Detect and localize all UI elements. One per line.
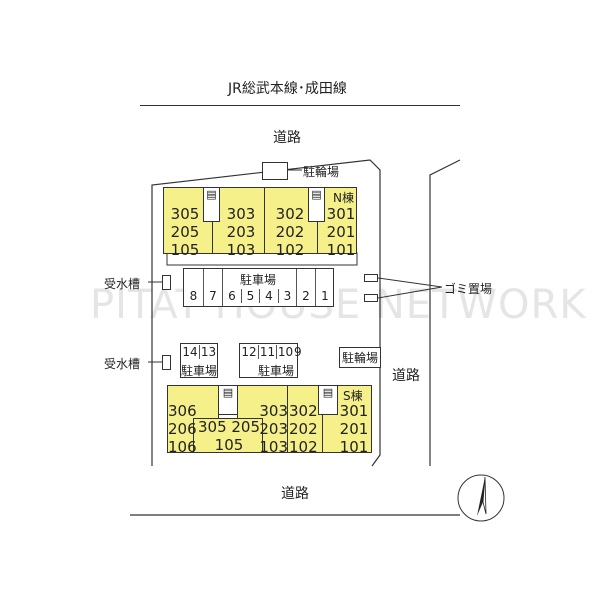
road-label-south: 道路: [281, 486, 309, 502]
unit: 101: [326, 241, 356, 259]
water-tank-north: [162, 275, 171, 290]
unit: 102: [275, 241, 305, 259]
parking-slot: 5: [241, 289, 259, 303]
stairs-icon: ▤: [203, 187, 220, 222]
unit: 203: [259, 420, 288, 438]
unit: 105: [214, 436, 244, 454]
stairs-icon: ▤: [218, 385, 238, 415]
stairs-icon: ▤: [308, 187, 325, 222]
parking-slot: 6: [222, 269, 241, 306]
unit: 303: [226, 205, 256, 223]
stairs-icon: ▤: [318, 385, 338, 415]
bicycle-parking-south: 駐輪場: [339, 347, 382, 368]
road-label-east: 道路: [392, 368, 420, 384]
water-tank-label: 受水槽: [104, 357, 141, 371]
unit: 303: [259, 402, 288, 420]
parking-slot: 1: [315, 269, 334, 306]
north-arrow-icon: [457, 474, 505, 522]
building-name: N棟: [333, 191, 354, 205]
water-tank-south: [162, 355, 171, 370]
unit: 306: [168, 402, 197, 420]
parking-slot: 3: [278, 289, 296, 303]
parking-slot: 7: [203, 269, 222, 306]
parking-slot: 11: [258, 345, 276, 359]
parking-label: 駐車場: [240, 273, 277, 287]
unit: 206: [168, 420, 197, 438]
parking-number: 9: [294, 345, 302, 359]
unit: 302: [289, 402, 318, 420]
parking-slot: 9: [294, 345, 302, 359]
garbage-area: [364, 294, 378, 302]
parking-slot: 4: [259, 289, 278, 303]
parking-slot: 8: [189, 289, 198, 303]
railway-line: [140, 105, 460, 106]
unit: 103: [259, 438, 288, 456]
parking-south-a: 14 13 駐車場: [180, 343, 218, 378]
unit: 301: [339, 402, 369, 420]
unit: 302: [275, 205, 305, 223]
building-name: S棟: [343, 389, 363, 403]
unit: 201: [326, 223, 356, 241]
parking-north: 駐車場 8 7 6 5 4 3 2 1: [183, 268, 334, 307]
unit: 106: [168, 438, 197, 456]
parking-slot: 2: [296, 269, 315, 306]
parking-south-b: 12 11 10 9 駐車場: [239, 343, 302, 378]
garbage-label: ゴミ置場: [444, 282, 493, 296]
unit: 203: [226, 223, 256, 241]
unit: 102: [289, 438, 318, 456]
road-label-north: 道路: [273, 130, 301, 146]
unit: 101: [339, 438, 369, 456]
bicycle-parking-north: [262, 162, 288, 180]
garbage-area: [364, 274, 378, 282]
unit: 103: [226, 241, 256, 259]
unit: 201: [339, 420, 369, 438]
unit: 301: [326, 205, 356, 223]
watermark: PITAT HOUSE NETWORK: [90, 282, 587, 328]
parking-slot: 10: [276, 345, 294, 359]
water-tank-label: 受水槽: [104, 277, 141, 291]
bicycle-label-north: 駐輪場: [303, 165, 340, 179]
unit: 202: [275, 223, 305, 241]
parking-label: 駐車場: [258, 364, 295, 378]
parking-slot: 14: [182, 345, 198, 359]
parking-slot: 12: [241, 345, 257, 359]
railway-label: JR総武本線･成田線: [228, 81, 347, 97]
unit: 205: [170, 223, 200, 241]
unit: 305: [170, 205, 200, 223]
parking-slot: 13: [199, 345, 217, 359]
unit: 305 205: [197, 418, 261, 436]
unit: 202: [289, 420, 318, 438]
parking-label: 駐車場: [181, 364, 218, 378]
unit: 105: [170, 241, 200, 259]
